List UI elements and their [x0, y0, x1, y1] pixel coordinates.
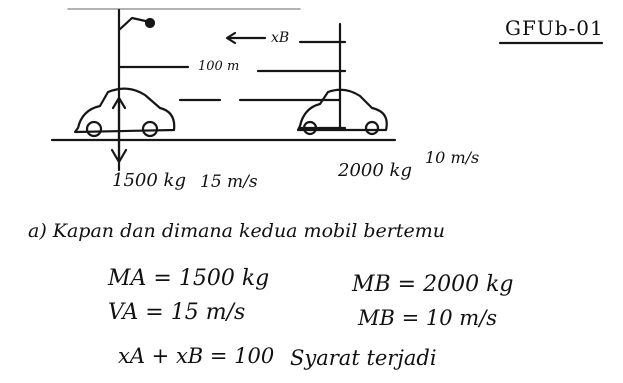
car-a-velocity-arrowhead [111, 96, 127, 110]
xb-arrowhead [225, 31, 237, 45]
car-a-body [73, 87, 176, 134]
question-text: a) Kapan dan dimana kedua mobil bertemu [28, 220, 445, 242]
car-a-wheel-front [141, 120, 159, 138]
distance-label: 100 m [198, 59, 240, 74]
car-b-wheel-front [364, 120, 380, 136]
car-b-mass: 2000 kg [338, 160, 412, 181]
car-a-wheel-back [85, 120, 103, 138]
condition-label: Syarat terjadi [290, 346, 437, 370]
car-a-down-arrow [110, 148, 128, 164]
condition-equation: xA + xB = 100 [118, 344, 275, 368]
pole-a-flag-dot [144, 17, 156, 29]
known-vb: MB = 10 m/s [358, 306, 498, 330]
car-a-mass: 1500 kg [112, 170, 186, 191]
pole-a-flag [117, 16, 152, 32]
known-ma: MA = 1500 kg [108, 266, 270, 291]
page-code: GFUb-01 [505, 16, 604, 40]
car-a-speed: 15 m/s [200, 172, 258, 192]
known-mb: MB = 2000 kg [352, 272, 514, 297]
known-va: VA = 15 m/s [108, 300, 246, 325]
car-b-body [296, 88, 388, 132]
xb-label: xB [271, 30, 290, 46]
car-b-speed: 10 m/s [425, 148, 480, 167]
